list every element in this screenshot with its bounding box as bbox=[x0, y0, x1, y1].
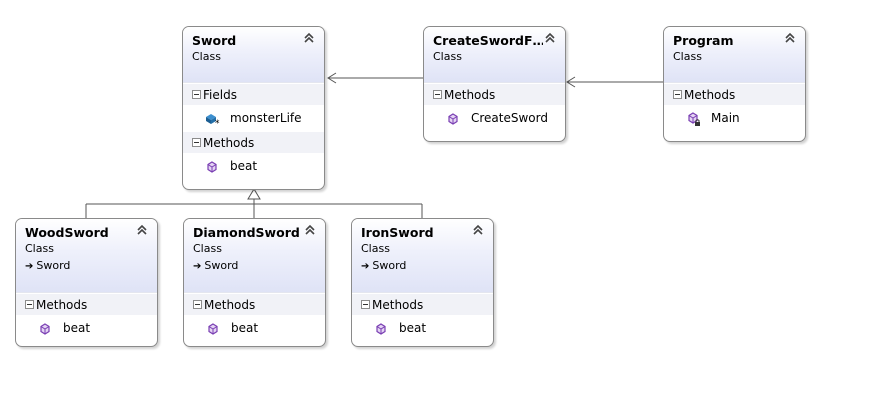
class-ironsword[interactable]: IronSword Class ➔Sword Methods beat bbox=[351, 218, 494, 347]
class-createswordf[interactable]: CreateSwordF… Class Methods CreateSword bbox=[423, 26, 566, 142]
collapse-box-icon[interactable] bbox=[192, 138, 201, 147]
base-class-name: Sword bbox=[372, 259, 407, 272]
section-label: Methods bbox=[684, 88, 736, 102]
class-name: CreateSwordF… bbox=[433, 33, 543, 48]
base-class-label: ➔Sword bbox=[193, 257, 325, 274]
method-icon bbox=[40, 323, 50, 335]
collapse-box-icon[interactable] bbox=[433, 90, 442, 99]
class-header: IronSword Class ➔Sword bbox=[352, 219, 493, 293]
class-sword[interactable]: Sword Class Fields * monsterLife Methods… bbox=[182, 26, 325, 190]
base-class-label: ➔Sword bbox=[25, 257, 157, 274]
method-createsword[interactable]: CreateSword bbox=[424, 105, 565, 131]
method-icon bbox=[376, 323, 386, 335]
double-chevron-up-icon[interactable] bbox=[136, 224, 148, 236]
private-method-icon bbox=[688, 112, 700, 126]
association-arrowhead-createswordf bbox=[566, 76, 576, 88]
method-beat[interactable]: beat bbox=[184, 315, 325, 341]
method-name: beat bbox=[63, 321, 91, 335]
collapse-box-icon[interactable] bbox=[193, 300, 202, 309]
section-header-methods[interactable]: Methods bbox=[664, 83, 805, 105]
section-header-methods[interactable]: Methods bbox=[183, 131, 324, 153]
method-beat[interactable]: beat bbox=[183, 153, 324, 179]
method-icon bbox=[208, 323, 218, 335]
collapse-box-icon[interactable] bbox=[192, 90, 201, 99]
base-class-label: ➔Sword bbox=[361, 257, 493, 274]
class-name: Program bbox=[673, 33, 734, 48]
method-name: beat bbox=[399, 321, 427, 335]
field-monsterlife[interactable]: * monsterLife bbox=[183, 105, 324, 131]
class-header: DiamondSword Class ➔Sword bbox=[184, 219, 325, 293]
double-chevron-up-icon[interactable] bbox=[303, 32, 315, 44]
section-header-fields[interactable]: Fields bbox=[183, 83, 324, 105]
section-header-methods[interactable]: Methods bbox=[424, 83, 565, 105]
double-chevron-up-icon[interactable] bbox=[472, 224, 484, 236]
section-header-methods[interactable]: Methods bbox=[16, 293, 157, 315]
base-class-name: Sword bbox=[204, 259, 239, 272]
method-icon bbox=[207, 161, 217, 173]
class-header: Program Class bbox=[664, 27, 805, 83]
class-diamondsword[interactable]: DiamondSword Class ➔Sword Methods beat bbox=[183, 218, 326, 347]
section-header-methods[interactable]: Methods bbox=[352, 293, 493, 315]
svg-text:*: * bbox=[215, 119, 220, 126]
class-name: DiamondSword bbox=[193, 225, 300, 240]
inherits-arrow-icon: ➔ bbox=[361, 261, 370, 272]
method-name: Main bbox=[711, 111, 740, 125]
method-name: CreateSword bbox=[471, 111, 548, 125]
class-header: CreateSwordF… Class bbox=[424, 27, 565, 83]
method-beat[interactable]: beat bbox=[352, 315, 493, 341]
inherits-arrow-icon: ➔ bbox=[193, 261, 202, 272]
association-arrowhead-sword bbox=[327, 72, 337, 84]
double-chevron-up-icon[interactable] bbox=[304, 224, 316, 236]
collapse-box-icon[interactable] bbox=[25, 300, 34, 309]
class-name: Sword bbox=[192, 33, 237, 48]
section-header-methods[interactable]: Methods bbox=[184, 293, 325, 315]
method-name: beat bbox=[231, 321, 259, 335]
class-stereotype: Class bbox=[361, 242, 390, 255]
class-stereotype: Class bbox=[193, 242, 222, 255]
class-stereotype: Class bbox=[25, 242, 54, 255]
class-name: WoodSword bbox=[25, 225, 109, 240]
method-main[interactable]: Main bbox=[664, 105, 805, 131]
inherits-arrow-icon: ➔ bbox=[25, 261, 34, 272]
class-stereotype: Class bbox=[433, 50, 462, 63]
class-stereotype: Class bbox=[673, 50, 702, 63]
method-name: beat bbox=[230, 159, 258, 173]
section-label: Methods bbox=[36, 298, 88, 312]
class-woodsword[interactable]: WoodSword Class ➔Sword Methods beat bbox=[15, 218, 158, 347]
class-stereotype: Class bbox=[192, 50, 221, 63]
method-beat[interactable]: beat bbox=[16, 315, 157, 341]
base-class-name: Sword bbox=[36, 259, 71, 272]
class-name: IronSword bbox=[361, 225, 434, 240]
section-label: Methods bbox=[444, 88, 496, 102]
collapse-box-icon[interactable] bbox=[673, 90, 682, 99]
field-name: monsterLife bbox=[230, 111, 302, 125]
section-label: Fields bbox=[203, 88, 237, 102]
section-label: Methods bbox=[372, 298, 424, 312]
class-header: Sword Class bbox=[183, 27, 324, 83]
section-label: Methods bbox=[204, 298, 256, 312]
section-label: Methods bbox=[203, 136, 255, 150]
double-chevron-up-icon[interactable] bbox=[784, 32, 796, 44]
double-chevron-up-icon[interactable] bbox=[544, 32, 556, 44]
inheritance-triangle-icon bbox=[247, 188, 261, 200]
field-icon: * bbox=[206, 114, 220, 126]
class-program[interactable]: Program Class Methods Main bbox=[663, 26, 806, 142]
collapse-box-icon[interactable] bbox=[361, 300, 370, 309]
method-icon bbox=[448, 113, 458, 125]
class-header: WoodSword Class ➔Sword bbox=[16, 219, 157, 293]
